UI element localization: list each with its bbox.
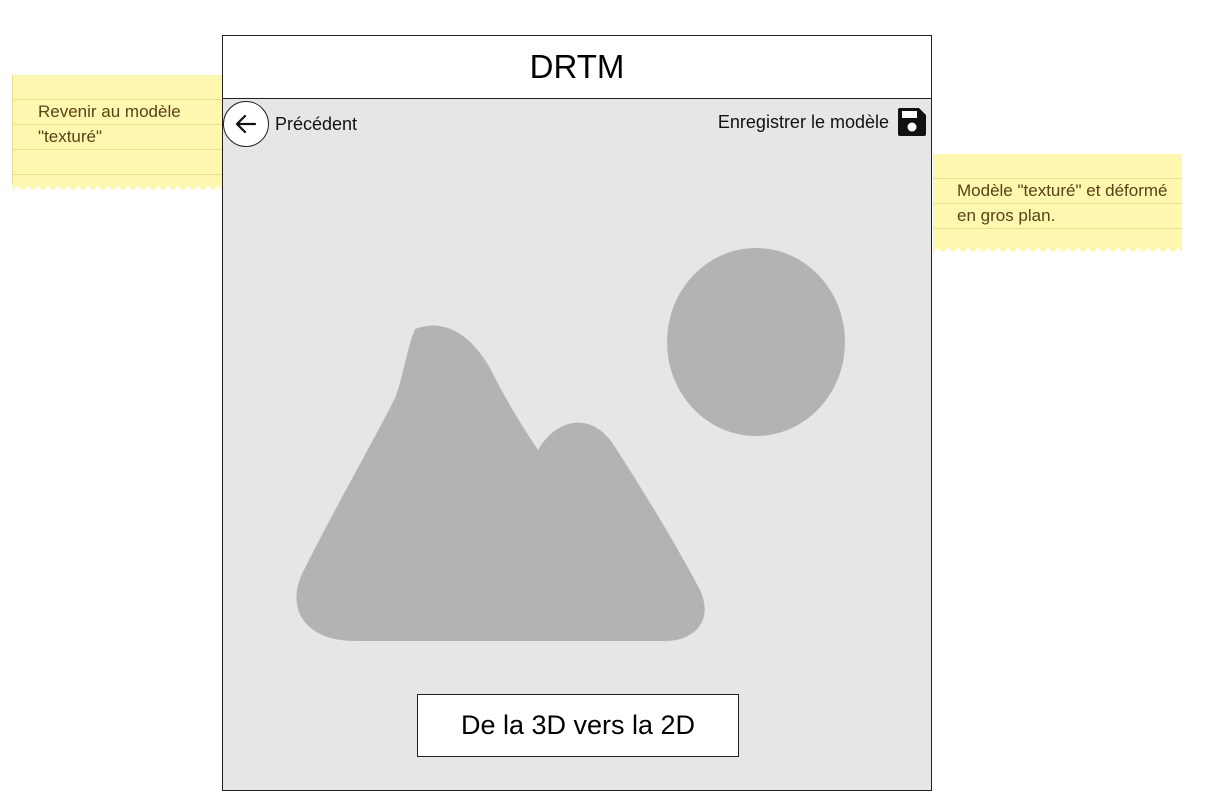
- mode-button-label: De la 3D vers la 2D: [460, 710, 696, 740]
- sticky-note-text: Modèle "texturé" et déformé en gros plan…: [957, 181, 1168, 225]
- app-window: DRTM Précédent Enregistrer le modèle De …: [222, 35, 932, 791]
- save-model-label[interactable]: Enregistrer le modèle: [717, 112, 889, 132]
- app-title: DRTM: [529, 48, 625, 85]
- mode-3d-to-2d-button[interactable]: De la 3D vers la 2D: [417, 694, 739, 757]
- sticky-note-text: Revenir au modèle "texturé": [38, 102, 181, 146]
- app-header: DRTM: [223, 36, 931, 99]
- back-label[interactable]: Précédent: [275, 114, 358, 134]
- arrow-left-icon: [235, 114, 257, 134]
- sticky-note-back: Revenir au modèle "texturé": [12, 75, 222, 193]
- back-button[interactable]: [223, 101, 269, 147]
- floppy-disk-icon[interactable]: [897, 107, 927, 137]
- image-placeholder-icon: [296, 248, 845, 641]
- sticky-note-model: Modèle "texturé" et déformé en gros plan…: [933, 154, 1182, 255]
